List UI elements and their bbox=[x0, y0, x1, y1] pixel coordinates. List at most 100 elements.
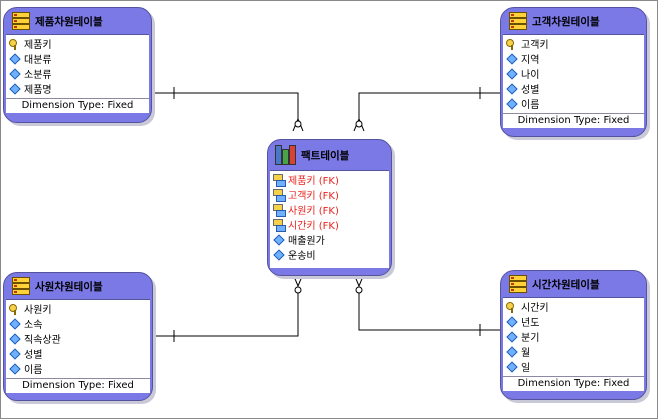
attribute-label: 월 bbox=[521, 348, 531, 359]
attribute-row[interactable]: 고객키 (FK) bbox=[270, 187, 389, 202]
attribute-row[interactable]: 일 bbox=[503, 359, 644, 374]
entity-time-dimension[interactable]: 시간차원테이블 시간키 년도 분기 월 일 Dimension Type: Fi… bbox=[500, 270, 647, 400]
attribute-row[interactable]: 월 bbox=[503, 344, 644, 359]
attribute-icon bbox=[506, 316, 518, 328]
attribute-icon bbox=[273, 234, 285, 246]
attribute-row[interactable]: 지역 bbox=[503, 51, 644, 66]
dimension-type-footer: Dimension Type: Fixed bbox=[6, 378, 150, 393]
table-icon bbox=[508, 275, 527, 293]
entity-fact-table[interactable]: 팩트테이블 제품키 (FK) 고객키 (FK) 사원키 (FK) 시간키 (FK… bbox=[267, 139, 392, 276]
attribute-row[interactable]: 나이 bbox=[503, 66, 644, 81]
attribute-row[interactable]: 년도 bbox=[503, 314, 644, 329]
foreign-key-icon bbox=[273, 203, 286, 217]
attribute-label: 대분류 bbox=[24, 55, 52, 66]
attribute-row[interactable]: 제품키 bbox=[6, 36, 149, 51]
attribute-icon bbox=[9, 83, 21, 95]
attribute-icon bbox=[273, 249, 285, 261]
attribute-label: 제품키 (FK) bbox=[288, 176, 339, 187]
attribute-row[interactable]: 제품명 bbox=[6, 81, 149, 96]
attribute-row[interactable]: 시간키 bbox=[503, 299, 644, 314]
relationship-time-fact bbox=[358, 286, 500, 331]
attribute-label: 지역 bbox=[521, 55, 540, 66]
entity-header: 제품차원테이블 bbox=[4, 8, 151, 34]
attribute-icon bbox=[506, 346, 518, 358]
key-icon bbox=[9, 38, 21, 50]
attribute-row[interactable]: 소분류 bbox=[6, 66, 149, 81]
attribute-row[interactable]: 사원키 (FK) bbox=[270, 202, 389, 217]
attribute-row[interactable]: 시간키 (FK) bbox=[270, 217, 389, 232]
attribute-row[interactable]: 이름 bbox=[6, 361, 150, 376]
attribute-label: 시간키 bbox=[521, 303, 549, 314]
attribute-row[interactable]: 이름 bbox=[503, 96, 644, 111]
attribute-icon bbox=[9, 348, 21, 360]
attribute-icon bbox=[9, 68, 21, 80]
attribute-label: 이름 bbox=[521, 100, 540, 111]
attribute-label: 성별 bbox=[24, 350, 43, 361]
entity-title: 팩트테이블 bbox=[301, 149, 350, 162]
foreign-key-icon bbox=[273, 173, 286, 187]
key-icon bbox=[9, 303, 21, 315]
relationship-employee-fact bbox=[152, 286, 299, 337]
attribute-label: 분기 bbox=[521, 333, 540, 344]
attribute-label: 제품명 bbox=[24, 85, 52, 96]
attribute-row[interactable]: 대분류 bbox=[6, 51, 149, 66]
entity-header: 고객차원테이블 bbox=[501, 8, 646, 34]
key-icon bbox=[506, 38, 518, 50]
entity-header: 사원차원테이블 bbox=[4, 273, 152, 299]
attribute-row[interactable]: 고객키 bbox=[503, 36, 644, 51]
attribute-icon bbox=[506, 331, 518, 343]
attribute-label: 고객키 bbox=[521, 40, 549, 51]
entity-product-dimension[interactable]: 제품차원테이블 제품키 대분류 소분류 제품명 Dimension Type: … bbox=[3, 7, 152, 123]
attribute-row[interactable]: 사원키 bbox=[6, 301, 150, 316]
attribute-label: 사원키 bbox=[24, 305, 52, 316]
attribute-row[interactable]: 분기 bbox=[503, 329, 644, 344]
attribute-row[interactable]: 직속상관 bbox=[6, 331, 150, 346]
attribute-label: 일 bbox=[521, 363, 531, 374]
fact-table-icon bbox=[275, 145, 296, 165]
attribute-label: 제품키 bbox=[24, 40, 52, 51]
attribute-label: 고객키 (FK) bbox=[288, 191, 339, 202]
attribute-row[interactable]: 운송비 bbox=[270, 247, 389, 262]
attribute-icon bbox=[506, 83, 518, 95]
table-icon bbox=[508, 12, 527, 30]
attribute-label: 시간키 (FK) bbox=[288, 221, 339, 232]
attribute-row[interactable]: 매출원가 bbox=[270, 232, 389, 247]
entity-customer-dimension[interactable]: 고객차원테이블 고객키 지역 나이 성별 이름 Dimension Type: … bbox=[500, 7, 647, 137]
attribute-label: 매출원가 bbox=[288, 236, 325, 247]
attribute-label: 성별 bbox=[521, 85, 540, 96]
attribute-icon bbox=[506, 98, 518, 110]
attribute-icon bbox=[506, 53, 518, 65]
foreign-key-icon bbox=[273, 188, 286, 202]
entity-title: 시간차원테이블 bbox=[532, 278, 600, 291]
entity-body: 제품키 대분류 소분류 제품명 Dimension Type: Fixed bbox=[6, 34, 149, 113]
table-icon bbox=[11, 12, 30, 30]
attribute-label: 나이 bbox=[521, 70, 540, 81]
entity-body: 제품키 (FK) 고객키 (FK) 사원키 (FK) 시간키 (FK) 매출원가… bbox=[270, 170, 389, 268]
entity-title: 고객차원테이블 bbox=[532, 15, 600, 28]
attribute-icon bbox=[9, 363, 21, 375]
attribute-row[interactable]: 성별 bbox=[503, 81, 644, 96]
attribute-icon bbox=[506, 361, 518, 373]
entity-body: 사원키 소속 직속상관 성별 이름 Dimension Type: Fixed bbox=[6, 299, 150, 393]
entity-header: 팩트테이블 bbox=[268, 140, 391, 170]
attribute-label: 이름 bbox=[24, 365, 43, 376]
attribute-label: 운송비 bbox=[288, 251, 316, 262]
attribute-label: 소속 bbox=[24, 320, 43, 331]
attribute-label: 사원키 (FK) bbox=[288, 206, 339, 217]
entity-title: 사원차원테이블 bbox=[35, 280, 103, 293]
attribute-icon bbox=[9, 333, 21, 345]
attribute-icon bbox=[506, 68, 518, 80]
attribute-row[interactable]: 제품키 (FK) bbox=[270, 172, 389, 187]
attribute-icon bbox=[9, 53, 21, 65]
dimension-type-footer: Dimension Type: Fixed bbox=[503, 113, 644, 128]
attribute-label: 직속상관 bbox=[24, 335, 61, 346]
relationship-customer-fact bbox=[358, 92, 500, 119]
attribute-row[interactable]: 성별 bbox=[6, 346, 150, 361]
entity-body: 고객키 지역 나이 성별 이름 Dimension Type: Fixed bbox=[503, 34, 644, 128]
dimension-type-footer: Dimension Type: Fixed bbox=[6, 98, 149, 113]
entity-body: 시간키 년도 분기 월 일 Dimension Type: Fixed bbox=[503, 297, 644, 391]
entity-employee-dimension[interactable]: 사원차원테이블 사원키 소속 직속상관 성별 이름 Dimension Type… bbox=[3, 272, 153, 401]
entity-header: 시간차원테이블 bbox=[501, 271, 646, 297]
attribute-row[interactable]: 소속 bbox=[6, 316, 150, 331]
